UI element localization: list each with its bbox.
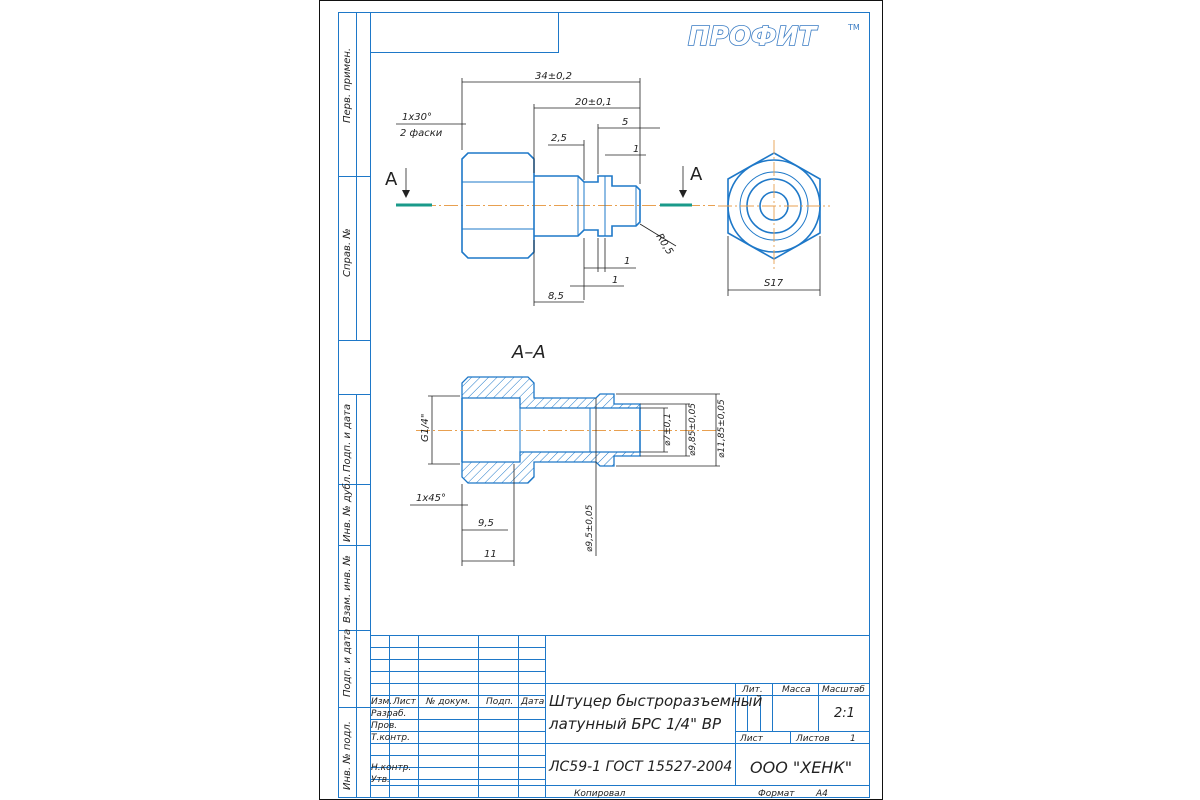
dim-b3-label: 8,5	[548, 291, 564, 302]
marker-letter-left: А	[385, 169, 398, 190]
side-label-vzam: Взам. инв. №	[342, 555, 353, 623]
tb-listov-label: Листов	[795, 734, 830, 744]
radius-leader	[639, 223, 677, 247]
shank	[534, 175, 641, 237]
tb-name-line1: Штуцер быстроразъемный	[549, 692, 763, 710]
side-label-perv: Перв. примен.	[342, 48, 353, 123]
chamfer-count: 2 фаски	[400, 128, 443, 139]
d4-label: ⌀9,5±0,05	[585, 504, 595, 552]
logo-tm: TM	[847, 23, 860, 32]
tb-kopiroval: Копировал	[574, 789, 626, 799]
marker-arrowhead-left	[402, 190, 410, 198]
marker-letter-right: А	[690, 164, 703, 185]
chamfer45-label: 1х45°	[416, 493, 446, 504]
tb-listov: 1	[850, 734, 856, 744]
tb-format-value: А4	[815, 789, 828, 799]
tb-row-prov: Пров.	[371, 721, 397, 731]
tb-material: ЛС59-1 ГОСТ 15527-2004	[548, 759, 732, 775]
hex-body	[461, 152, 535, 259]
tb-name-line2: латунный БРС 1/4" ВР	[548, 715, 722, 733]
d2-label: ⌀9,85±0,05	[688, 403, 698, 456]
section-marker-left: А	[385, 168, 432, 207]
tb-row-razrab: Разраб.	[371, 709, 406, 719]
dim-body-label: 20±0,1	[575, 97, 612, 108]
tb-massa: Масса	[782, 685, 811, 695]
tb-row-nkontr: Н.контр.	[371, 763, 411, 773]
dim-b1-label: 1	[624, 256, 630, 267]
tb-list-label: Лист	[739, 734, 764, 744]
inner-frame	[338, 12, 870, 798]
tb-header-izm: Изм.	[371, 697, 392, 707]
radius-label: R0,5	[653, 232, 674, 257]
dim-overall-label: 34±0,2	[535, 71, 572, 82]
tb-format: Формат	[758, 789, 795, 799]
d3-label: ⌀11,85±0,05	[717, 399, 727, 458]
title-block: Изм. Лист № докум. Подп. Дата Разраб. Пр…	[370, 635, 869, 799]
tb-row-utv: Утв.	[371, 775, 390, 785]
hex-end-view: S17	[718, 140, 830, 296]
chamfer-note: 1х30°	[402, 112, 432, 123]
side-label-sprav: Справ. №	[342, 228, 353, 277]
tb-header-doc: № докум.	[425, 697, 470, 707]
tb-header-list: Лист	[392, 697, 417, 707]
marker-arrowhead-right	[679, 190, 687, 198]
dim-groove-pos-label: 2,5	[551, 133, 567, 144]
bottom-dimensions: 1 1 8,5	[533, 238, 636, 306]
hex-dim-label: S17	[764, 278, 784, 289]
tb-company: ООО "ХЕНК"	[750, 758, 852, 777]
side-label-podp-1: Подп. и дата	[342, 404, 353, 472]
tb-header-podp: Подп.	[486, 697, 513, 707]
side-label-inv-podl: Инв. № подл.	[342, 721, 353, 790]
section-marker-right: А	[660, 164, 703, 207]
thread-label: G1/4"	[420, 414, 431, 442]
section-view	[416, 376, 720, 484]
tb-lit: Лит.	[741, 685, 763, 695]
top-dimensions: 34±0,2 20±0,1 2,5 5 1 1х30° 2 фаски R0,5	[396, 71, 677, 257]
side-label-podp-2: Подп. и дата	[342, 629, 353, 697]
d1-label: ⌀7±0,1	[663, 413, 673, 446]
dim-small-label: 1	[633, 144, 639, 155]
top-left-box	[370, 12, 559, 53]
section-title: А–А	[511, 342, 546, 363]
section-dimensions: G1/4" ⌀7±0,1 ⌀9,85±0,05 ⌀11,85±0,05 ⌀9,5…	[410, 393, 727, 566]
dim-b2-label: 1	[612, 275, 618, 286]
len1-label: 9,5	[478, 518, 494, 529]
tb-masshtab: Масштаб	[822, 685, 865, 695]
len2-label: 11	[484, 549, 497, 560]
tb-row-tkontr: Т.контр.	[371, 733, 410, 743]
tb-scale: 2:1	[834, 706, 855, 721]
fitting-side-view	[400, 152, 715, 259]
section-upper-wall	[461, 376, 641, 409]
logo-text: ПРОФИТ	[688, 22, 818, 52]
tb-header-data: Дата	[520, 697, 544, 707]
profit-logo: ПРОФИТ TM	[687, 21, 860, 53]
dim-groove-w-label: 5	[622, 117, 628, 128]
section-lower-wall	[461, 451, 641, 484]
side-label-inv-dubl: Инв. № дубл.	[341, 474, 353, 542]
